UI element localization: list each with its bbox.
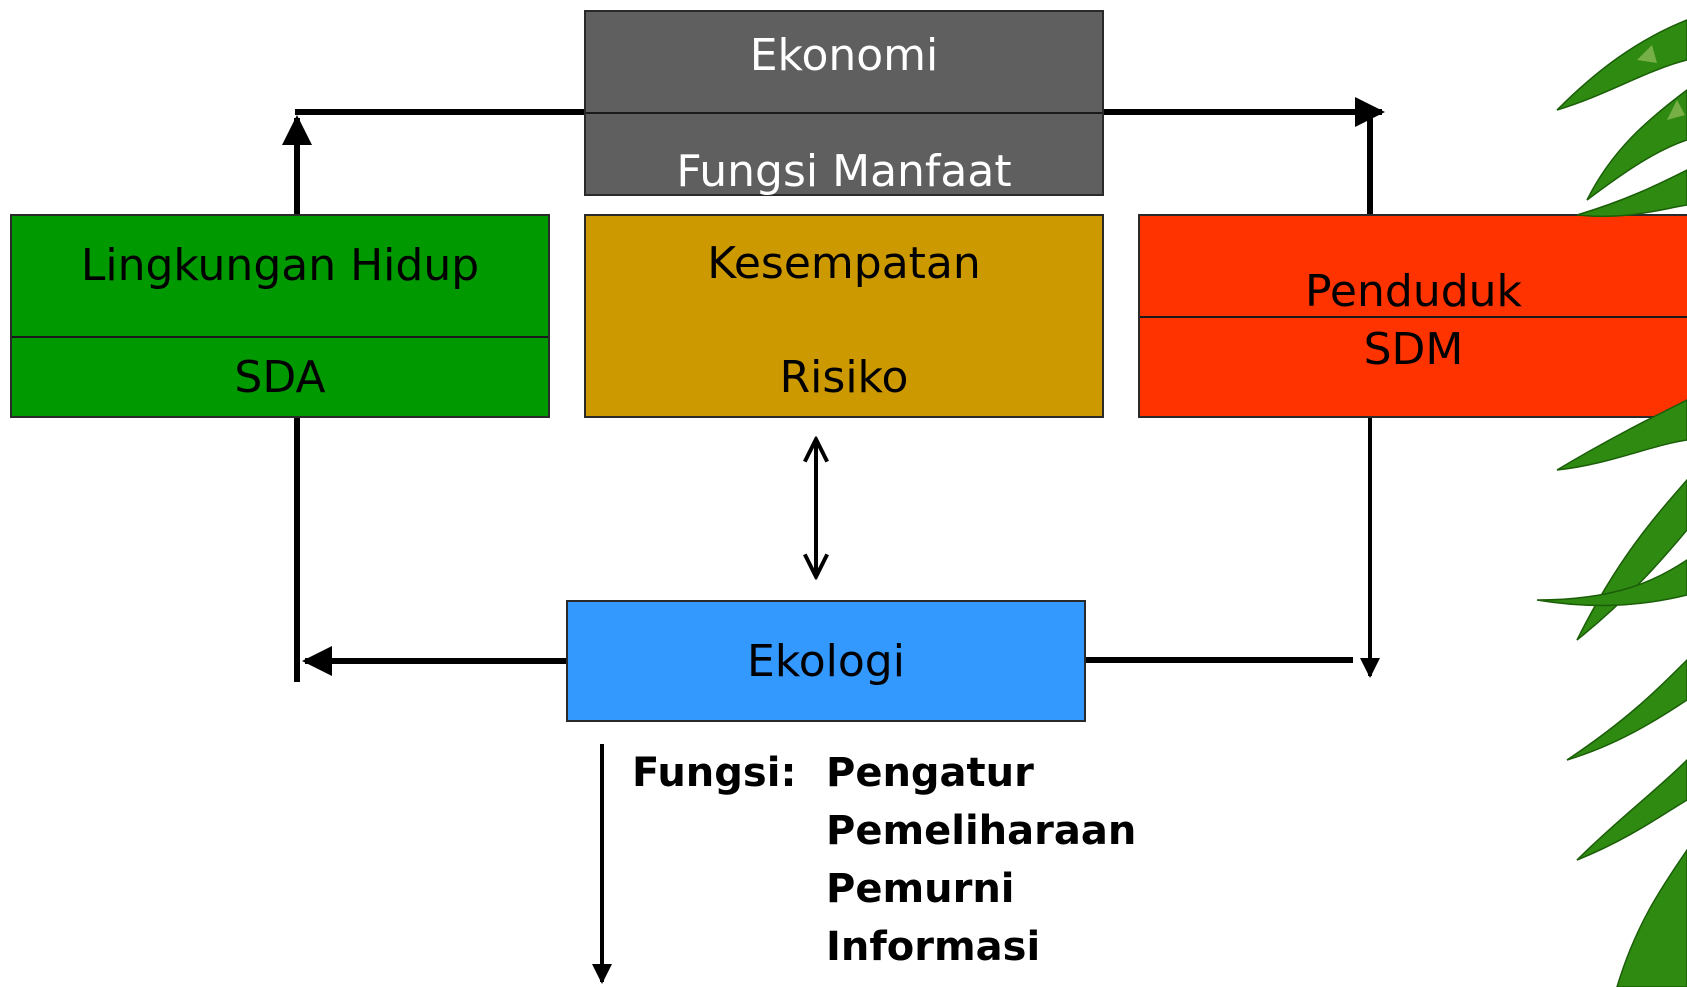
kesempatan-subtitle: Risiko [779,352,909,403]
penduduk-box: Penduduk SDM [1138,214,1687,418]
leaf-decoration [1536,19,1687,987]
fungsi-item-informasi: Informasi [826,924,1041,970]
lingkungan-subtitle: SDA [234,352,326,403]
kesempatan-title: Kesempatan [707,238,981,289]
fungsi-item-pemurni: Pemurni [826,866,1015,912]
lingkungan-title: Lingkungan Hidup [80,240,480,291]
fungsi-item-pemeliharaan: Pemeliharaan [826,808,1137,854]
ekonomi-box: Ekonomi Fungsi Manfaat [584,10,1104,196]
penduduk-subtitle: SDM [1363,324,1464,375]
ekonomi-divider [586,112,1102,114]
kesempatan-box: Kesempatan Risiko [584,214,1104,418]
ekonomi-subtitle: Fungsi Manfaat [676,146,1012,197]
ekologi-box: Ekologi [566,600,1086,722]
ekonomi-title: Ekonomi [749,30,939,81]
fungsi-heading: Fungsi: [632,750,797,796]
ekologi-title: Ekologi [747,636,905,687]
lingkungan-box: Lingkungan Hidup SDA [10,214,550,418]
fungsi-item-pengatur: Pengatur [826,750,1034,796]
penduduk-divider [1140,316,1687,318]
lingkungan-divider [12,336,548,338]
penduduk-title: Penduduk [1304,266,1523,317]
